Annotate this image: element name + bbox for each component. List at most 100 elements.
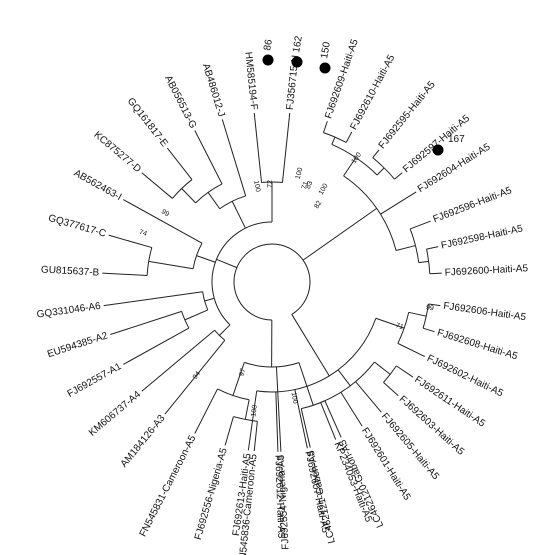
- branch-leaf: [422, 327, 435, 333]
- sample-label: 167: [448, 134, 465, 145]
- branch-leaf: [294, 389, 308, 449]
- branch-leaf: [345, 131, 353, 143]
- branch-leaf: [428, 303, 441, 307]
- branch-leaf: [164, 339, 226, 415]
- branch-internal: [376, 167, 385, 176]
- leaf-label: FJ692610-Haiti-A5: [348, 53, 397, 132]
- branch-leaf: [166, 147, 193, 180]
- bootstrap-value: 100: [250, 405, 258, 418]
- leaf-label: FJ692596-Haiti-A5: [432, 185, 514, 225]
- branch-internal: [375, 317, 405, 329]
- branch-arc: [211, 221, 273, 326]
- leaf-label: AM184126-A3: [119, 413, 168, 470]
- branch-internal: [231, 201, 246, 229]
- leaf-label: HM585194-F: [242, 51, 259, 110]
- branch-leaf: [383, 381, 399, 397]
- branch-internal: [244, 399, 250, 420]
- branch-internal: [374, 361, 391, 375]
- branch-leaf: [194, 130, 223, 185]
- sample-dot: [319, 62, 331, 74]
- leaf-label: FN545831-Cameroon-A5: [138, 433, 199, 538]
- bootstrap-value: 100: [295, 167, 305, 180]
- branch-internal: [343, 157, 357, 177]
- sample-dot: [432, 144, 444, 156]
- sample-label: 162: [291, 35, 305, 54]
- branch-arc: [409, 228, 420, 263]
- bootstrap-value: 99: [425, 304, 434, 312]
- bootstrap-value: 72: [267, 180, 274, 188]
- branch-internal: [331, 136, 336, 145]
- branch-leaf: [123, 327, 190, 365]
- branch-leaf: [194, 388, 218, 434]
- branch-arc: [323, 132, 347, 143]
- root-arc: [233, 243, 311, 321]
- leaf-label: KC875277-D: [92, 130, 143, 176]
- leaf-label: FJ692607-Haiti-A5: [302, 450, 330, 534]
- branch-arc: [192, 242, 203, 269]
- sample-dot: [262, 54, 274, 66]
- branch-internal: [298, 362, 314, 406]
- branch-arc: [383, 365, 397, 383]
- bootstrap-value: 100: [252, 180, 261, 193]
- branch-internal: [408, 311, 427, 317]
- branch-leaf: [397, 342, 426, 357]
- branch-leaf: [324, 400, 342, 438]
- branch-arc: [233, 416, 258, 422]
- leaf-labels: FJ692600-Haiti-A5FJ692598-Haiti-A5FJ6925…: [36, 37, 529, 555]
- branch-internal: [216, 258, 238, 269]
- branch-leaf: [394, 172, 403, 180]
- branch-leaf: [340, 391, 363, 427]
- leaf-label: EU594385-A2: [46, 330, 110, 360]
- bootstrap-value: 74: [138, 229, 148, 238]
- branch-leaf: [275, 391, 279, 452]
- branch-internal: [196, 255, 216, 263]
- leaf-label: FJ692600-Haiti-A5: [444, 263, 528, 278]
- leaf-label: GQ161817-E: [125, 96, 170, 149]
- branch-internal: [337, 369, 351, 387]
- branch-leaf: [320, 402, 337, 440]
- branch-leaf: [110, 310, 182, 336]
- bootstrap-value: 82: [313, 200, 323, 210]
- branch-internal: [148, 260, 194, 270]
- branch-internal: [395, 245, 416, 251]
- branch-leaf: [426, 246, 439, 250]
- branch-arc: [244, 361, 300, 368]
- branch-internal: [418, 260, 429, 264]
- leaf-label: FJ692595-Haiti-A5: [377, 79, 438, 151]
- leaf-label: FJ692606-Haiti-A5: [443, 301, 528, 324]
- branch-arc: [146, 247, 153, 276]
- branch-internal: [204, 297, 215, 302]
- leaf-label: GQ377617-C: [47, 213, 107, 240]
- branch-internal: [184, 309, 209, 321]
- bootstrap-value: 94: [192, 370, 202, 381]
- branch-leaf: [103, 291, 203, 307]
- branch-internal: [219, 324, 231, 336]
- leaf-label: GU815637-B: [41, 265, 100, 279]
- leaf-label: AB562463-I: [72, 168, 124, 203]
- leaf-label: FJ692557-A1: [66, 361, 124, 400]
- bootstrap-value: 71: [395, 322, 405, 331]
- bootstrap-value: 100: [351, 151, 363, 165]
- branch-leaf: [275, 366, 282, 452]
- branch-leaf: [355, 381, 382, 413]
- branch-internal: [232, 362, 245, 396]
- branch-leaf: [123, 199, 203, 244]
- leaf-label: FJ692612-Haiti-A5: [272, 455, 286, 539]
- bootstrap-value: 83: [305, 180, 314, 190]
- branch-leaf: [141, 329, 215, 392]
- leaf-label: FJ692554-Nigeria-A5: [276, 454, 292, 550]
- leaf-label: AB486012-J: [200, 62, 227, 118]
- branch-leaf: [224, 416, 234, 446]
- sample-label: 150: [319, 41, 333, 60]
- branch-internal: [207, 192, 221, 210]
- branch-leaf: [322, 121, 328, 133]
- branch-internal: [181, 188, 196, 204]
- branch-arc: [343, 175, 397, 251]
- bootstrap-value: 99: [160, 208, 170, 218]
- leaf-label: FJ692598-Haiti-A5: [440, 223, 524, 251]
- branch-leaf: [253, 421, 258, 452]
- branch-leaf: [409, 220, 431, 230]
